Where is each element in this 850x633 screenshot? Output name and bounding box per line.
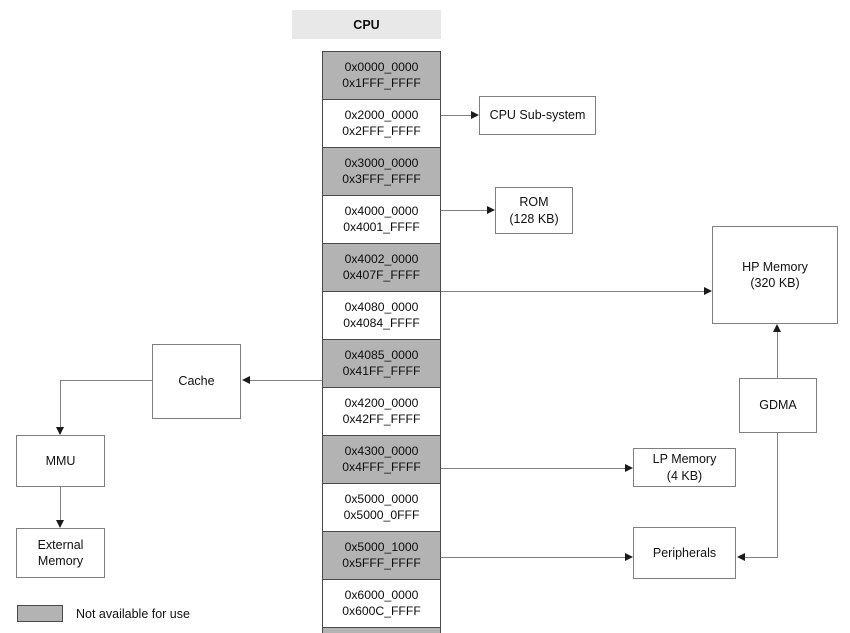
- arrowhead-gdma-hp-memory: [772, 324, 781, 332]
- memory-row-end: 0x3FFF_FFFF: [342, 171, 421, 186]
- arrowhead-mmu: [55, 427, 64, 435]
- memory-row: 0x5000_1000 0x5FFF_FFFF: [322, 531, 441, 579]
- legend-label: Not available for use: [76, 606, 190, 621]
- memory-row-end: 0x42FF_FFFF: [342, 411, 421, 426]
- node-gdma[interactable]: GDMA: [739, 378, 817, 433]
- memory-row: 0x4200_0000 0x42FF_FFFF: [322, 387, 441, 435]
- memory-row: 0x0000_0000 0x1FFF_FFFF: [322, 51, 441, 99]
- memory-row-start: 0x3000_0000: [344, 155, 419, 170]
- memory-row-start: 0x4085_0000: [344, 347, 419, 362]
- node-rom[interactable]: ROM (128 KB): [495, 187, 573, 234]
- connector-peripherals: [441, 557, 625, 558]
- node-label-line1: HP Memory: [742, 259, 808, 274]
- node-label-line1: Peripherals: [652, 545, 717, 560]
- memory-row-start: 0x2000_0000: [344, 107, 419, 122]
- memory-row-start: 0x4080_0000: [344, 299, 419, 314]
- memory-row-start: 0x4200_0000: [344, 395, 419, 410]
- memory-row: 0x5000_0000 0x5000_0FFF: [322, 483, 441, 531]
- node-label-line2: (128 KB): [509, 211, 559, 226]
- memory-row-end: 0x4084_FFFF: [343, 315, 420, 330]
- memory-row: 0x6000_0000 0x600C_FFFF: [322, 579, 441, 627]
- node-label-line2: Memory: [37, 554, 84, 568]
- arrowhead-peripherals: [625, 552, 633, 561]
- connector-rom: [441, 210, 487, 211]
- arrowhead-hp-memory: [704, 286, 712, 295]
- connector-cache: [250, 380, 322, 381]
- arrowhead-cpu-subsystem: [471, 110, 479, 119]
- memory-row-start: 0x0000_0000: [344, 59, 419, 74]
- node-peripherals[interactable]: Peripherals: [633, 527, 736, 579]
- memory-row-end: 0x407F_FFFF: [342, 267, 421, 282]
- connector-lp-memory: [441, 468, 625, 469]
- legend-swatch-unavailable: [17, 605, 63, 622]
- arrowhead-gdma-peripherals: [737, 552, 745, 561]
- memory-row-end: 0x5FFF_FFFF: [342, 555, 421, 570]
- connector-cache-to-mmu-vertical: [60, 380, 61, 427]
- memory-row: 0x2000_0000 0x2FFF_FFFF: [322, 99, 441, 147]
- cpu-column-header: CPU: [292, 10, 441, 39]
- node-label-line1: ROM: [519, 195, 549, 209]
- memory-row-end: 0x4001_FFFF: [343, 219, 420, 234]
- node-label-line2: (320 KB): [750, 276, 800, 290]
- node-cache[interactable]: Cache: [152, 344, 241, 419]
- connector-gdma-to-peripherals-horizontal: [745, 557, 778, 558]
- memory-row-start: 0x5000_1000: [344, 539, 419, 554]
- memory-row: 0x4000_0000 0x4001_FFFF: [322, 195, 441, 243]
- legend: Not available for use: [17, 605, 190, 622]
- connector-mmu-to-external-memory: [60, 487, 61, 520]
- node-cpu-subsystem[interactable]: CPU Sub-system: [479, 96, 596, 135]
- connector-cache-to-mmu-horizontal: [60, 380, 153, 381]
- node-label-line1: GDMA: [759, 398, 797, 413]
- memory-row-start: 0x4300_0000: [344, 443, 419, 458]
- memory-row-start: 0x5000_0000: [344, 491, 419, 506]
- memory-row-end: 0x2FFF_FFFF: [342, 123, 421, 138]
- node-label-line1: External: [37, 537, 84, 552]
- memory-row: 0x3000_0000 0x3FFF_FFFF: [322, 147, 441, 195]
- node-label-line1: Cache: [178, 374, 215, 389]
- connector-gdma-to-hp-memory: [777, 332, 778, 378]
- memory-row: 0x4300_0000 0x4FFF_FFFF: [322, 435, 441, 483]
- node-label-line1: MMU: [45, 453, 76, 468]
- memory-row-start: 0x4000_0000: [344, 203, 419, 218]
- node-lp-memory[interactable]: LP Memory (4 KB): [633, 448, 736, 487]
- memory-row: 0x4085_0000 0x41FF_FFFF: [322, 339, 441, 387]
- cpu-memory-map-column: 0x0000_0000 0x1FFF_FFFF 0x2000_0000 0x2F…: [322, 51, 441, 633]
- memory-row: 0x4002_0000 0x407F_FFFF: [322, 243, 441, 291]
- node-hp-memory[interactable]: HP Memory (320 KB): [712, 226, 838, 324]
- memory-row-start: 0x4002_0000: [344, 251, 419, 266]
- arrowhead-lp-memory: [625, 463, 633, 472]
- memory-row-end: 0x1FFF_FFFF: [342, 75, 421, 90]
- memory-row-end: 0x600C_FFFF: [342, 603, 421, 618]
- node-mmu[interactable]: MMU: [16, 435, 105, 487]
- memory-row-end: 0x5000_0FFF: [343, 507, 420, 522]
- arrowhead-external-memory: [55, 520, 64, 528]
- memory-row: 0x4080_0000 0x4084_FFFF: [322, 291, 441, 339]
- connector-hp-memory: [441, 291, 704, 292]
- node-label-line1: CPU Sub-system: [489, 108, 586, 123]
- node-external-memory[interactable]: External Memory: [16, 528, 105, 578]
- memory-row: 0x600D_0000 0xFFFF_FFFF: [322, 627, 441, 633]
- memory-row-end: 0x4FFF_FFFF: [342, 459, 421, 474]
- arrowhead-rom: [487, 205, 495, 214]
- arrowhead-cache: [242, 375, 250, 384]
- connector-cpu-subsystem: [441, 115, 471, 116]
- memory-row-end: 0x41FF_FFFF: [342, 363, 421, 378]
- connector-gdma-to-peripherals-vertical: [777, 433, 778, 557]
- memory-row-start: 0x6000_0000: [344, 587, 419, 602]
- node-label-line1: LP Memory: [652, 452, 717, 466]
- node-label-line2: (4 KB): [666, 468, 703, 483]
